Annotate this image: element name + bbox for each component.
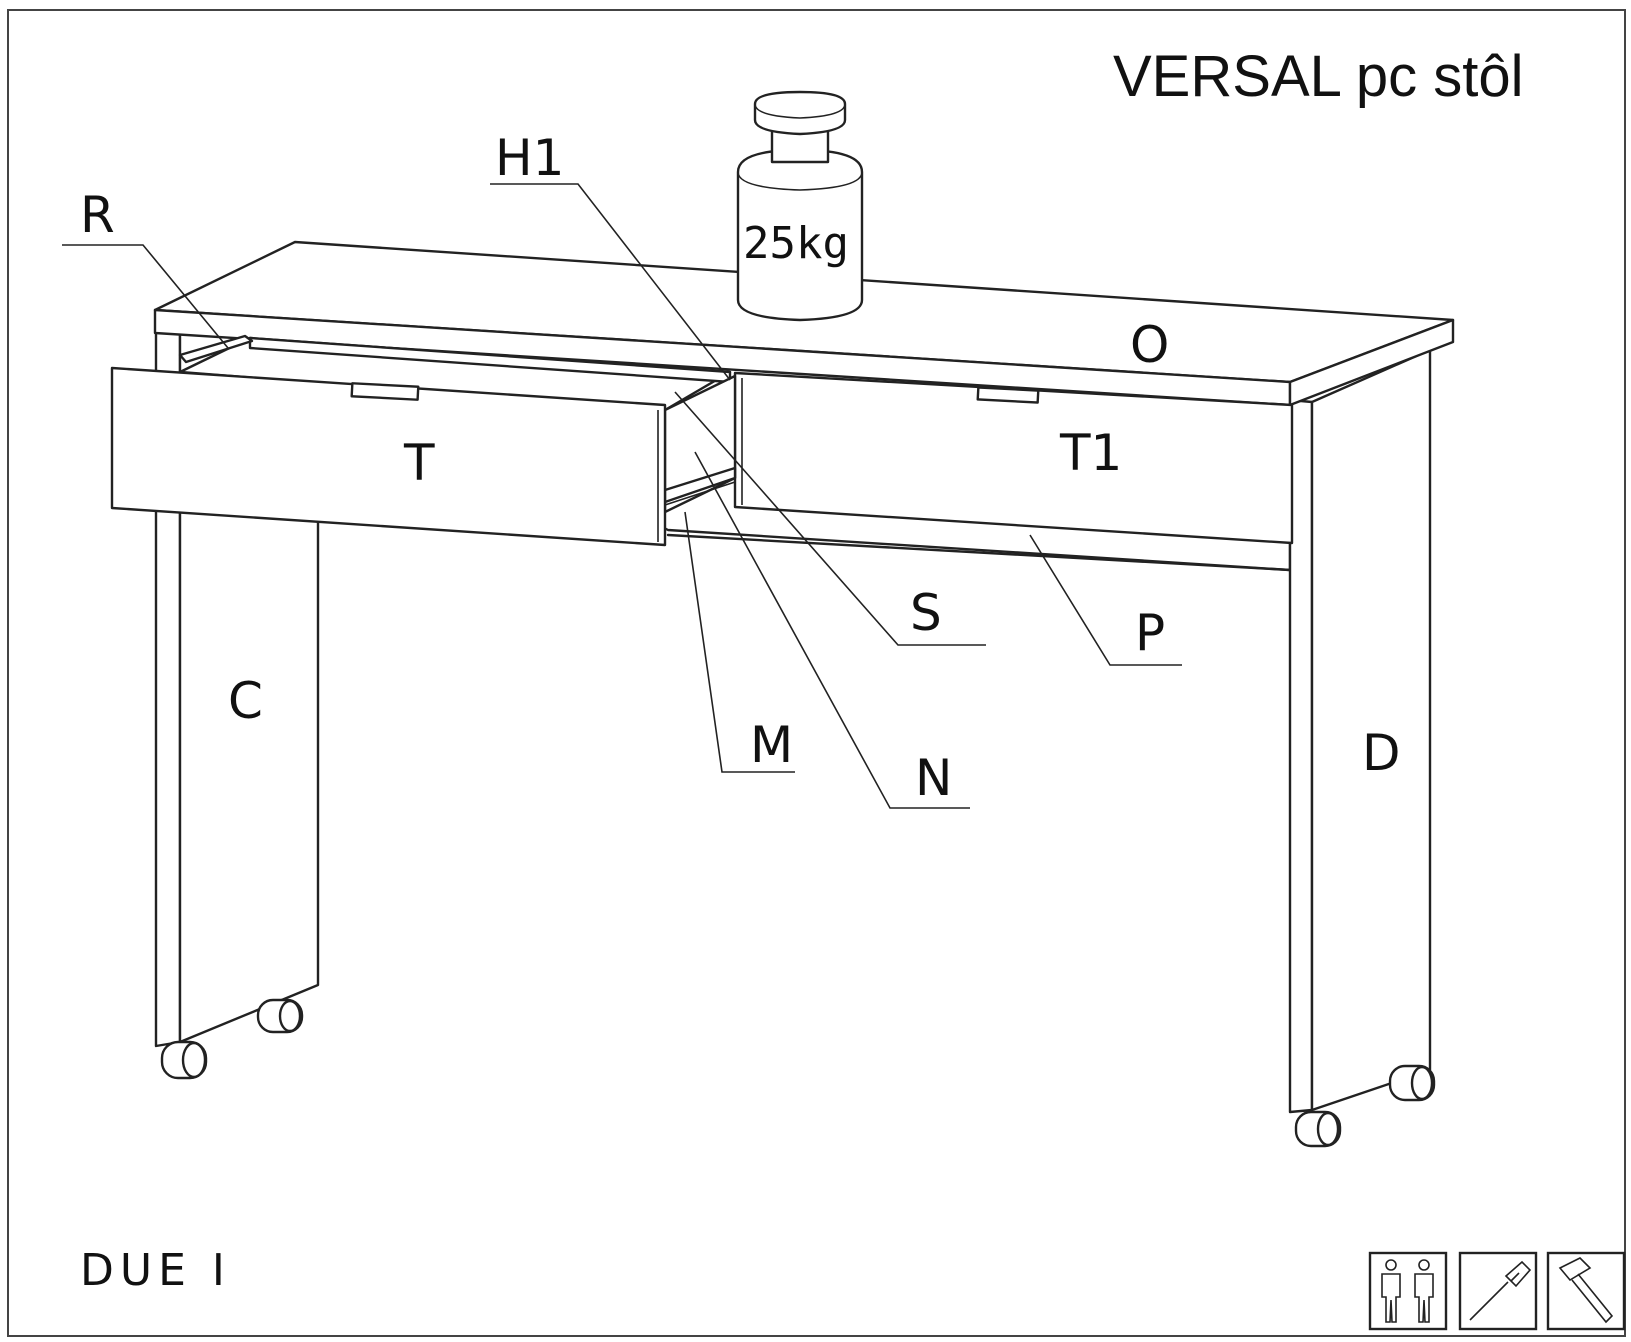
screwdriver-icon <box>1458 1251 1538 1331</box>
caster-back-right <box>1388 1064 1436 1102</box>
part-label-o: O <box>1130 316 1169 374</box>
hammer-icon <box>1546 1251 1626 1331</box>
drawer-t-handle <box>350 382 420 401</box>
drawer-t-front <box>110 366 667 547</box>
two-persons-icon <box>1368 1251 1448 1331</box>
weight-label: 25kg <box>743 218 849 269</box>
part-label-n: N <box>915 749 952 807</box>
desk-drawing <box>110 240 1455 1148</box>
leg-d-edge <box>1288 398 1314 1114</box>
part-label-c: C <box>228 672 263 730</box>
drawer-t1-handle <box>976 386 1040 404</box>
part-label-m: M <box>750 716 793 774</box>
part-label-r: R <box>80 186 115 244</box>
diagram-title: VERSAL pc stôl <box>1113 44 1523 109</box>
model-code: DUE I <box>80 1245 231 1296</box>
callout-leaders <box>62 183 1182 809</box>
part-label-t1: T1 <box>1059 424 1122 482</box>
weight-icon <box>736 90 864 322</box>
part-label-d: D <box>1362 724 1401 782</box>
top-side-edge <box>1288 318 1455 407</box>
caster-front-left <box>160 1040 208 1080</box>
caster-back-left <box>256 998 304 1034</box>
page-frame <box>7 9 1626 1337</box>
caster-front-right <box>1294 1110 1342 1148</box>
part-label-t: T <box>403 434 435 492</box>
part-label-s: S <box>910 584 942 642</box>
part-label-p: P <box>1135 604 1165 662</box>
part-label-h1: H1 <box>495 129 564 187</box>
